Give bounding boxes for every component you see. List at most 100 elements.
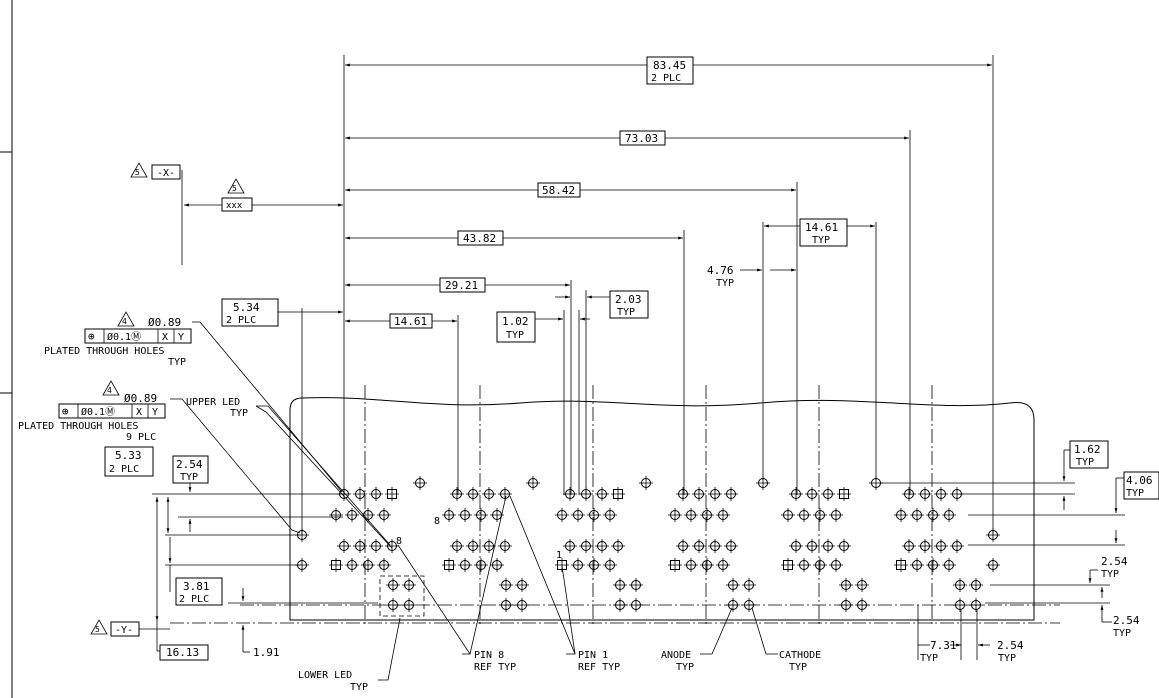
- hole-center-mark: [724, 487, 738, 501]
- hole-center-mark: [781, 558, 795, 572]
- hole-center-mark: [555, 508, 569, 522]
- led-centerlines: [364, 385, 933, 625]
- callout-note-2: 9 PLC: [126, 432, 156, 443]
- hole-center-mark: [986, 528, 1000, 542]
- hole-center-mark: [563, 487, 577, 501]
- hole-center-mark: [386, 578, 400, 592]
- hole-center-mark: [855, 598, 869, 612]
- hole-center-mark: [482, 487, 496, 501]
- hole-center-mark: [813, 508, 827, 522]
- fcf-datum-y: Y: [178, 332, 184, 343]
- pin8-label: PIN 8: [474, 650, 504, 661]
- hole-center-mark: [724, 539, 738, 553]
- hole-center-mark: [499, 598, 513, 612]
- hole-center-mark: [345, 558, 359, 572]
- hole-center-mark: [369, 487, 383, 501]
- hole-center-mark: [377, 508, 391, 522]
- datum-y-flag: 5: [95, 625, 100, 634]
- leader-labels: UPPER LED TYP LOWER LED TYP PIN 8 REF TY…: [186, 397, 821, 693]
- hole-center-mark: [837, 539, 851, 553]
- hole-center-mark: [579, 487, 593, 501]
- lower-led-typ: TYP: [350, 682, 368, 693]
- pin1-label: PIN 1: [578, 650, 608, 661]
- hole-center-mark: [692, 539, 706, 553]
- hole-center-mark: [726, 578, 740, 592]
- anode-label: ANODE: [661, 650, 691, 661]
- hole-center-mark: [829, 558, 843, 572]
- hole-center-mark: [402, 598, 416, 612]
- dim-2-54-r2: 2.54: [1113, 614, 1140, 627]
- dim-5-34-note: 2 PLC: [226, 315, 256, 326]
- hole-center-mark: [329, 508, 343, 522]
- hole-center-mark: [385, 539, 399, 553]
- hole-center-mark: [684, 558, 698, 572]
- hole-center-mark: [894, 558, 908, 572]
- dim-43-82: 43.82: [463, 232, 496, 245]
- hole-center-mark: [499, 578, 513, 592]
- dim-16-13: 16.13: [166, 646, 199, 659]
- fcf-datum-x: X: [162, 332, 168, 343]
- dim-3-81: 3.81: [183, 580, 210, 593]
- dim-7-31-note: TYP: [920, 653, 938, 664]
- fcf-datum-x: X: [136, 407, 142, 418]
- hole-center-mark: [805, 539, 819, 553]
- hole-center-mark: [337, 487, 351, 501]
- hole-center-mark: [361, 558, 375, 572]
- fcf-position-symbol: ⊕: [88, 330, 95, 343]
- hole-center-mark: [950, 487, 964, 501]
- hole-center-mark: [805, 487, 819, 501]
- dim-1-02-note: TYP: [506, 330, 524, 341]
- datum-x-flag: 5: [135, 168, 140, 177]
- fcf-tolerance: Ø0.1Ⓜ: [107, 331, 141, 343]
- hole-center-mark: [353, 539, 367, 553]
- dim-1-91: 1.91: [253, 646, 280, 659]
- hole-center-mark: [442, 508, 456, 522]
- upper-led-typ: TYP: [230, 408, 248, 419]
- hole-center-mark: [789, 487, 803, 501]
- hole-center-mark: [821, 487, 835, 501]
- hole-center-mark: [926, 508, 940, 522]
- hole-center-mark: [629, 598, 643, 612]
- hole-center-mark: [821, 539, 835, 553]
- hole-center-mark: [742, 598, 756, 612]
- hole-center-mark: [797, 508, 811, 522]
- hole-center-mark: [918, 487, 932, 501]
- hole-center-mark: [353, 487, 367, 501]
- hole-center-mark: [813, 558, 827, 572]
- hole-center-mark: [402, 578, 416, 592]
- hole-center-mark: [986, 558, 1000, 572]
- hole-center-mark: [934, 539, 948, 553]
- right-dimensions: [880, 449, 1125, 623]
- hole-center-mark: [629, 578, 643, 592]
- hole-center-mark: [450, 487, 464, 501]
- dim-1-62: 1.62: [1074, 443, 1101, 456]
- dim-1-62-note: TYP: [1076, 457, 1094, 468]
- callout-diameter: Ø0.89: [124, 392, 157, 405]
- hole-center-mark: [587, 558, 601, 572]
- hole-center-mark: [684, 508, 698, 522]
- dim-73-03: 73.03: [625, 132, 658, 145]
- hole-center-mark: [611, 539, 625, 553]
- hole-center-mark: [450, 539, 464, 553]
- callout-note-2: TYP: [168, 357, 186, 368]
- hole-center-mark: [295, 558, 309, 572]
- pin-number-1: 1: [556, 550, 562, 561]
- hole-center-mark: [466, 487, 480, 501]
- hole-center-mark: [950, 539, 964, 553]
- anode-typ: TYP: [676, 662, 694, 673]
- hole-center-mark: [555, 558, 569, 572]
- hole-center-mark: [942, 508, 956, 522]
- dim-14-61-typ: 14.61: [805, 221, 838, 234]
- hole-center-mark: [855, 578, 869, 592]
- dim-4-06-note: TYP: [1126, 488, 1144, 499]
- dim-2-54-r1-note: TYP: [1101, 569, 1119, 580]
- datum-y: 5 -Y-: [90, 619, 170, 637]
- hole-center-mark: [953, 598, 967, 612]
- hole-center-mark: [385, 487, 399, 501]
- dim-4-76-note: TYP: [716, 278, 734, 289]
- hole-center-mark: [839, 578, 853, 592]
- hole-center-mark: [700, 558, 714, 572]
- hole-center-mark: [837, 487, 851, 501]
- hole-center-mark: [474, 558, 488, 572]
